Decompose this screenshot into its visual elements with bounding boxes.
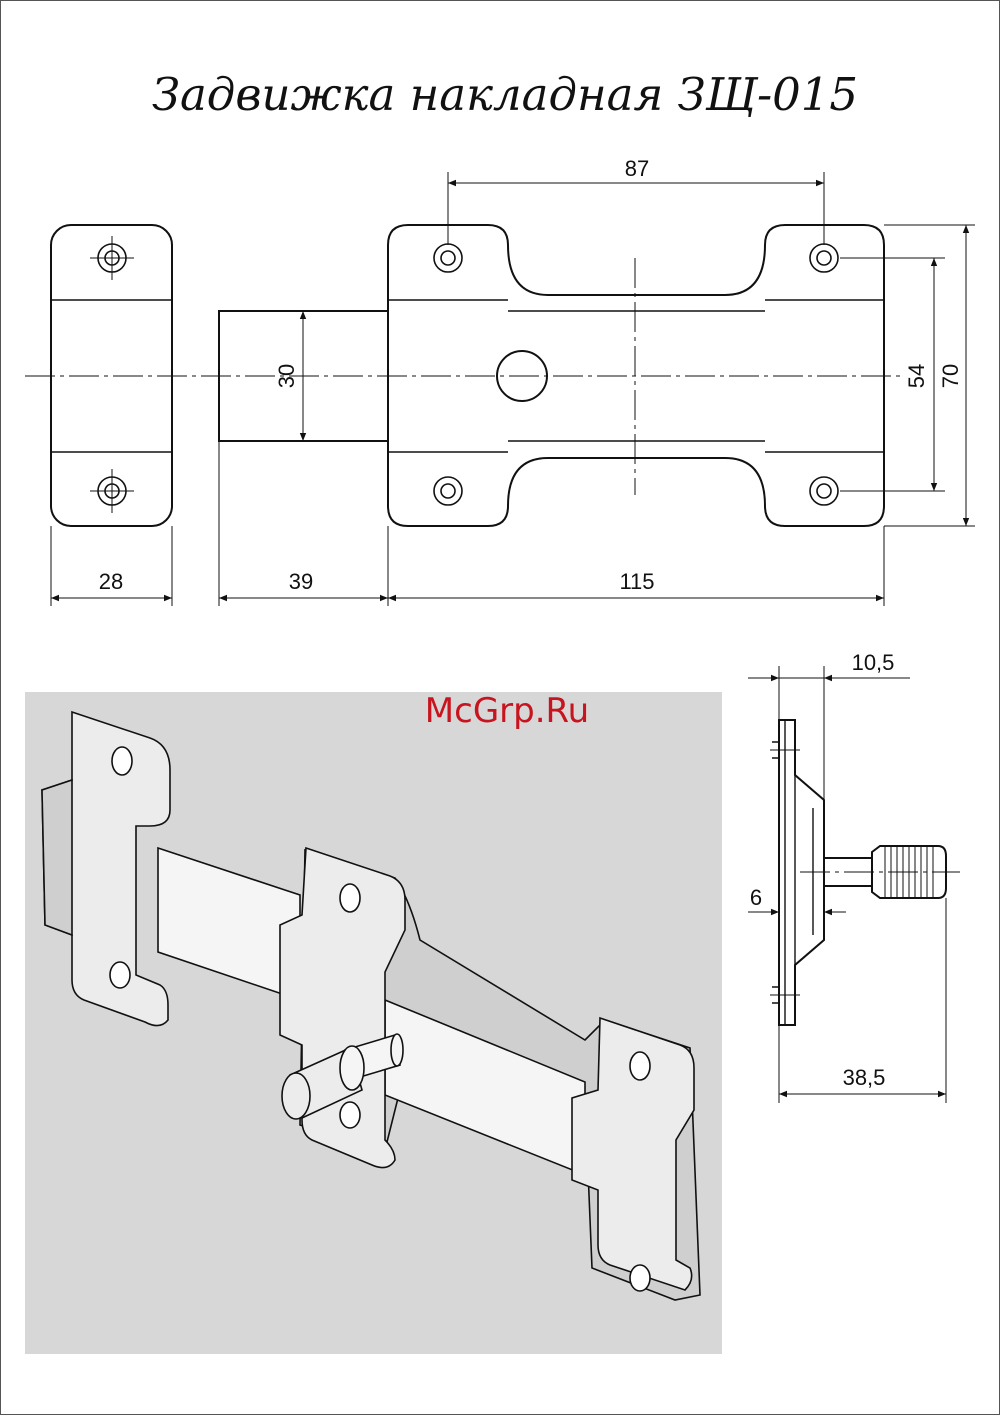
dimension-label: 54 (904, 364, 929, 388)
dimension-label: 115 (619, 569, 654, 594)
dimension-label: 87 (625, 156, 649, 181)
drawing-title: Задвижка накладная ЗЩ-015 (152, 68, 858, 121)
dimension-70: 70 (884, 224, 975, 527)
side-view: 10,5 6 38,5 (748, 650, 960, 1103)
dimension-label: 39 (289, 569, 313, 594)
dimension-label: 10,5 (852, 650, 895, 675)
screw-hole (339, 1101, 361, 1129)
screw-hole (629, 1264, 651, 1292)
dimension-label: 6 (750, 885, 762, 910)
dimension-30: 30 (274, 311, 307, 441)
dimension-label: 38,5 (843, 1065, 886, 1090)
screw-hole (339, 883, 361, 913)
dimension-label: 28 (99, 569, 123, 594)
dimension-28-39-115: 28 39 115 (50, 441, 885, 606)
isometric-view: McGrp.Ru (25, 691, 722, 1354)
bolt-knob (281, 1033, 404, 1120)
screw-hole (629, 1051, 651, 1081)
dimension-87: 87 (447, 156, 825, 245)
dimension-54: 54 (840, 257, 945, 492)
dimension-label: 70 (938, 364, 963, 388)
left-keeper (50, 224, 173, 527)
main-plate (387, 224, 885, 527)
screw-hole (109, 961, 131, 989)
dimension-label: 30 (274, 364, 299, 388)
screw-hole (111, 746, 133, 776)
front-view (25, 224, 905, 527)
watermark: McGrp.Ru (425, 691, 589, 731)
